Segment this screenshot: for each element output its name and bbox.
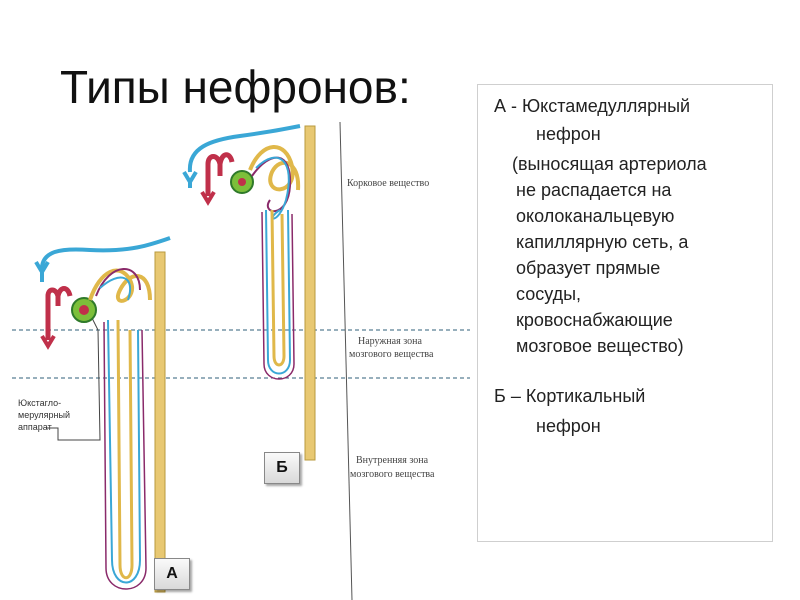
slide-title: Типы нефронов: [60,61,411,113]
arteriole-b-red [205,152,235,196]
nephron-diagram: Корковое вещество Наружная зона мозговог… [12,121,470,600]
arteriole-a-red [45,286,73,340]
arteriole-a-blue [39,236,171,273]
collecting-duct-b [304,125,316,461]
inner-medulla-label-2: мозгового вещества [350,469,435,480]
type-a-desc-7: кровоснабжающие [516,310,673,330]
inner-medulla-label-1: Внутренняя зона [356,455,429,466]
type-b-title-cont: нефрон [536,416,601,436]
collecting-duct-a [154,251,166,593]
type-a-title-cont: нефрон [536,124,601,144]
outer-medulla-label-2: мозгового вещества [349,349,434,360]
type-a-desc-3: околоканальцевую [516,206,675,226]
type-a-desc-1: (выносящая артериола [512,154,707,174]
jga-label-3: аппарат [18,422,52,432]
type-b-title: Б – Кортикальный [494,386,646,406]
jga-pointer [46,317,101,441]
description-panel: А - Юкстамедуллярный нефрон (выносящая а… [477,84,773,542]
type-a-desc-5: образует прямые [516,258,661,278]
cortex-label: Корковое вещество [347,178,429,189]
type-a-title: А - Юкстамедуллярный [494,96,691,116]
type-a-desc-8: мозговое вещество) [516,336,684,356]
type-a-desc-4: капиллярную сеть, а [516,232,689,252]
tag-b: Б [264,452,300,484]
henle-loop-a [107,319,142,584]
jga-label-2: мерулярный [18,410,70,420]
arteriole-b-blue [187,124,301,173]
type-a-desc-2: не распадается на [516,180,672,200]
zone-divider-line [339,121,353,600]
nephron-b [182,124,316,461]
nephron-a [34,236,171,593]
outer-medulla-label-1: Наружная зона [358,336,422,347]
tag-a: А [154,558,190,590]
type-a-desc-6: сосуды, [516,284,582,304]
jga-label-1: Юкстагло- [18,398,61,408]
henle-loop-b [265,209,292,375]
